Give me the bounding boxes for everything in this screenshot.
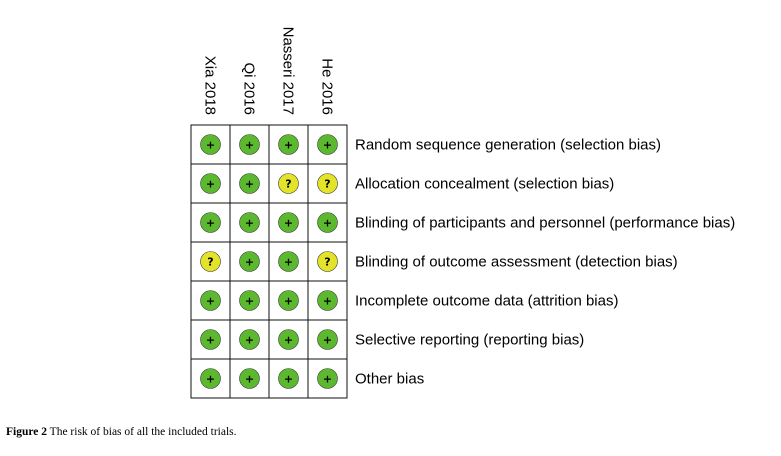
risk-symbol: + xyxy=(206,295,215,308)
figure-caption: Figure 2 The risk of bias of all the inc… xyxy=(6,426,237,438)
risk-symbol: + xyxy=(284,295,293,308)
low-risk-marker xyxy=(239,368,260,389)
risk-symbol: ? xyxy=(207,256,213,269)
low-risk-marker xyxy=(317,134,338,155)
risk-symbol: + xyxy=(245,295,254,308)
domain-label: Allocation concealment (selection bias) xyxy=(355,176,614,193)
domain-label: Other bias xyxy=(355,371,424,388)
risk-symbol: + xyxy=(323,373,332,386)
risk-symbol: + xyxy=(284,334,293,347)
low-risk-marker xyxy=(317,329,338,350)
risk-symbol: ? xyxy=(324,178,330,191)
low-risk-marker xyxy=(317,212,338,233)
low-risk-marker xyxy=(200,134,221,155)
risk-symbol: + xyxy=(206,139,215,152)
low-risk-marker xyxy=(278,290,299,311)
risk-symbol: + xyxy=(245,373,254,386)
low-risk-marker xyxy=(200,368,221,389)
unclear-risk-marker xyxy=(317,173,338,194)
low-risk-marker xyxy=(239,251,260,272)
caption-label: Figure 2 xyxy=(6,426,47,438)
risk-symbol: + xyxy=(245,217,254,230)
low-risk-marker xyxy=(317,290,338,311)
risk-symbol: + xyxy=(323,334,332,347)
low-risk-marker xyxy=(239,212,260,233)
low-risk-marker xyxy=(239,329,260,350)
low-risk-marker xyxy=(278,329,299,350)
low-risk-marker xyxy=(200,290,221,311)
low-risk-marker xyxy=(239,134,260,155)
study-label: Qi 2016 xyxy=(241,62,258,115)
risk-of-bias-chart: Xia 2018 Qi 2016 Nasseri 2017 He 2016Random… xyxy=(190,27,735,399)
caption-text: The risk of bias of all the included tri… xyxy=(49,426,237,438)
low-risk-marker xyxy=(278,134,299,155)
risk-symbol: + xyxy=(323,139,332,152)
unclear-risk-marker xyxy=(200,251,221,272)
risk-symbol: + xyxy=(284,256,293,269)
risk-symbol: + xyxy=(284,139,293,152)
low-risk-marker xyxy=(278,212,299,233)
low-risk-marker xyxy=(239,290,260,311)
domain-label: Incomplete outcome data (attrition bias) xyxy=(355,293,618,310)
low-risk-marker xyxy=(317,368,338,389)
domain-label: Random sequence generation (selection bi… xyxy=(355,137,661,154)
risk-symbol: + xyxy=(323,295,332,308)
study-label: Xia 2018 xyxy=(202,56,219,115)
risk-symbol: + xyxy=(206,217,215,230)
risk-symbol: + xyxy=(284,217,293,230)
low-risk-marker xyxy=(278,251,299,272)
low-risk-marker xyxy=(200,212,221,233)
unclear-risk-marker xyxy=(278,173,299,194)
unclear-risk-marker xyxy=(317,251,338,272)
domain-label: Blinding of outcome assessment (detectio… xyxy=(355,254,678,271)
risk-symbol: ? xyxy=(324,256,330,269)
domain-label: Selective reporting (reporting bias) xyxy=(355,332,584,349)
risk-symbol: + xyxy=(206,334,215,347)
risk-symbol: ? xyxy=(285,178,291,191)
risk-symbol: + xyxy=(284,373,293,386)
domain-label: Blinding of participants and personnel (… xyxy=(355,215,735,232)
low-risk-marker xyxy=(239,173,260,194)
low-risk-marker xyxy=(200,329,221,350)
risk-symbol: + xyxy=(245,139,254,152)
risk-symbol: + xyxy=(245,256,254,269)
risk-symbol: + xyxy=(323,217,332,230)
risk-symbol: + xyxy=(245,334,254,347)
risk-symbol: + xyxy=(206,178,215,191)
low-risk-marker xyxy=(278,368,299,389)
low-risk-marker xyxy=(200,173,221,194)
risk-symbol: + xyxy=(245,178,254,191)
risk-symbol: + xyxy=(206,373,215,386)
study-label: Nasseri 2017 xyxy=(280,27,297,115)
study-label: He 2016 xyxy=(319,58,336,115)
